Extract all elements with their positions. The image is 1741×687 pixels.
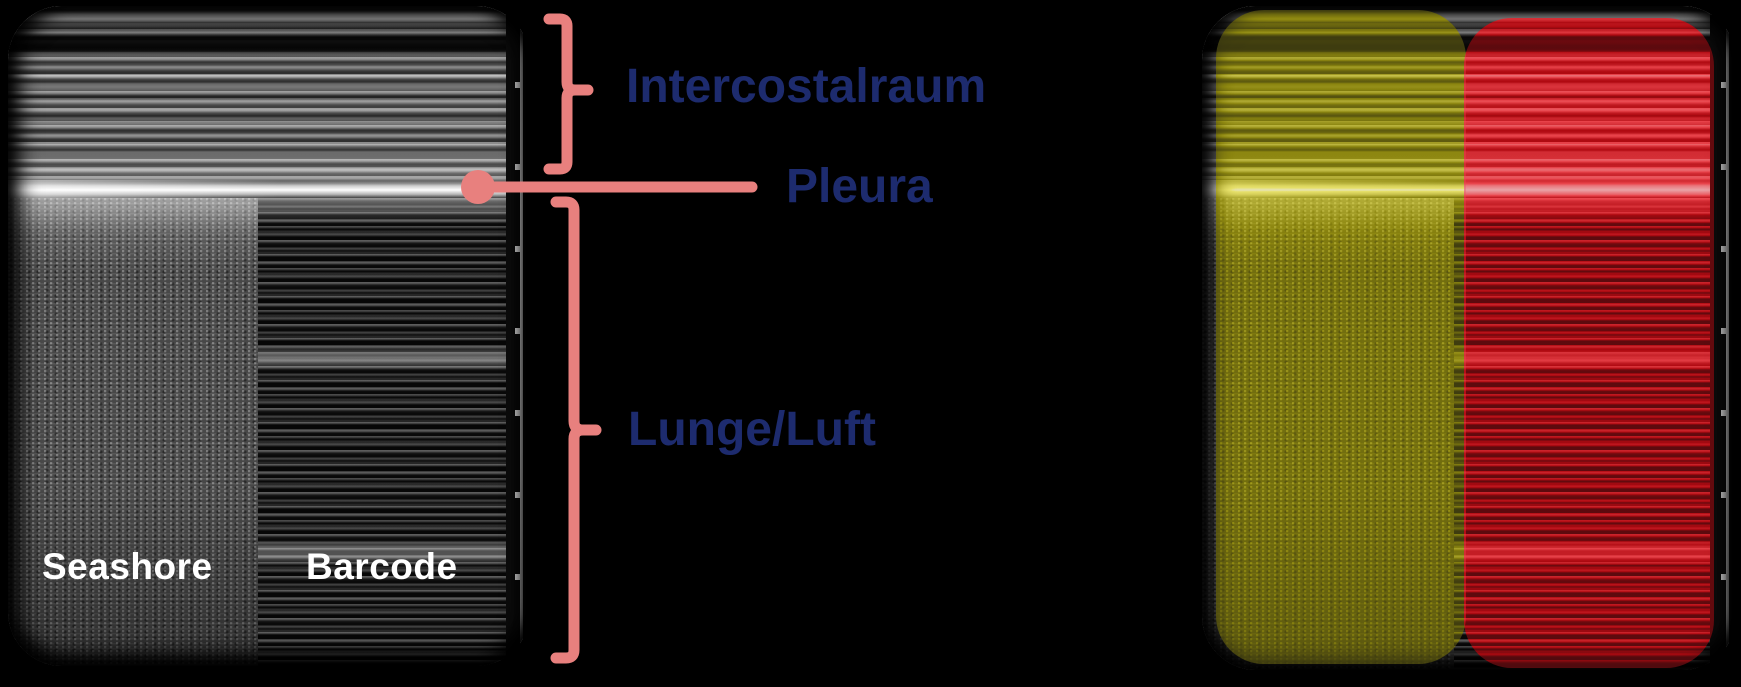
depth-scale-line [520,10,523,662]
depth-scale-line [1726,10,1729,666]
pleural-line [8,180,506,200]
pleura-label: Pleura [786,160,933,213]
lung-bracket [550,196,602,664]
depth-scale-ticks [515,6,520,666]
depth-scale-ticks [1721,6,1726,670]
barcode-zone-tint [1464,18,1714,668]
depth-scale [1710,6,1736,670]
seashore-zone-overlay [1216,10,1466,664]
intercostal-tissue-texture [8,6,506,186]
barcode-zone-tint-boost [1464,18,1714,668]
barcode-label: Barcode [306,546,458,587]
seashore-zone-tint-boost [1216,10,1466,664]
overlay-ultrasound-panel [1202,6,1736,670]
seashore-zone-tint [1216,10,1466,664]
lung-label: Lunge/Luft [628,403,876,456]
barcode-zone-overlay [1464,18,1714,668]
barcode-texture [258,198,506,666]
seashore-label: Seashore [42,546,213,587]
intercostal-bracket [543,13,594,175]
intercostal-label: Intercostalraum [626,60,987,113]
depth-scale [506,6,530,666]
seashore-texture [8,198,258,666]
mmode-ultrasound-panel: Seashore Barcode [8,6,530,666]
